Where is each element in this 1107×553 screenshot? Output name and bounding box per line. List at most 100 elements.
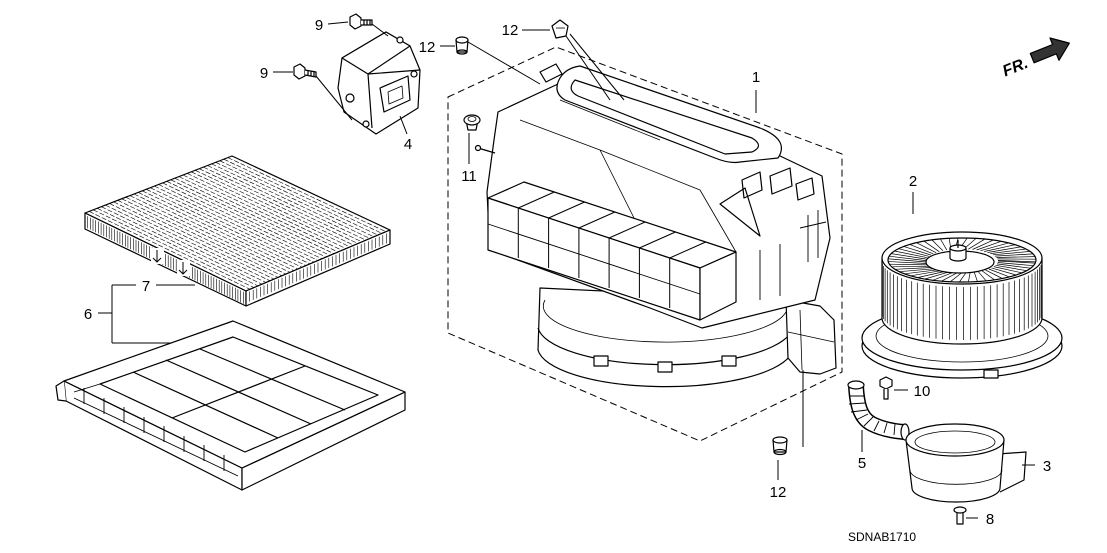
fan-blade-top: [959, 272, 967, 283]
fan-blade-top: [984, 244, 1016, 252]
bolt-head: [879, 376, 893, 390]
screw-head: [293, 63, 306, 80]
screw-hole: [345, 93, 355, 103]
evaporator-crossbar: [487, 223, 701, 295]
housing-vent: [769, 167, 793, 195]
callout-2: 2: [909, 173, 917, 190]
filter-pleat-line: [178, 176, 339, 253]
grommet-base: [456, 49, 468, 55]
blower-motor: [861, 231, 1063, 379]
clip-head: [463, 114, 481, 126]
filter-pleat-line: [223, 158, 383, 234]
filter-pleat-line: [146, 189, 307, 266]
leader-9-upper: [327, 21, 349, 25]
fan-blade-top: [992, 251, 1031, 256]
front-direction-label: FR.: [1000, 55, 1030, 80]
fan-blade-top: [909, 244, 934, 255]
fan-blade-top: [976, 240, 1002, 251]
callout-labels: 9 9 12 12 1 4 11 2 7 6 10 5 3 12 8 SDNAB…: [84, 17, 1051, 544]
housing-panel-lines: [519, 99, 737, 253]
leader-6-bracket: [98, 284, 172, 344]
callout-5: 5: [858, 455, 866, 472]
fan-blade-top: [968, 272, 971, 282]
fan-blade-top: [924, 271, 949, 280]
filter-pleat-line: [133, 193, 295, 271]
diagram-code: SDNAB1710: [848, 530, 916, 544]
hose-corrugation: [848, 395, 896, 436]
grommet-12-bottom: [772, 436, 788, 456]
callout-12-top: 12: [502, 22, 519, 39]
casing-tab: [721, 355, 737, 367]
evaporator-rib-top: [669, 241, 706, 259]
leader-9-upper-to-actuator: [371, 23, 389, 37]
bolt-shaft: [883, 389, 889, 400]
fan-top-blades: [888, 237, 1037, 283]
callout-8: 8: [986, 511, 994, 528]
filter-pleat-line: [211, 163, 371, 239]
fan-blade-top: [917, 271, 945, 278]
fan-side-blades: [881, 261, 1043, 340]
screw-9-lower: [293, 63, 317, 80]
fan-blade-top: [978, 271, 987, 282]
bolt-8: [953, 506, 967, 525]
motor-connector: [983, 369, 999, 379]
filter-pleat-line: [191, 171, 351, 248]
drain-hose: [847, 380, 910, 441]
filter-pleat-line: [174, 177, 335, 254]
housing-rib: [719, 187, 761, 237]
filter-pleat-line: [162, 182, 323, 260]
callout-12-bottom: 12: [770, 484, 787, 501]
callout-11: 11: [461, 168, 477, 185]
filter-frame: [55, 320, 406, 491]
fan-blade-top: [950, 272, 962, 282]
hvac-unit-assembly: [474, 63, 837, 388]
actuator-connector-slot: [387, 85, 404, 105]
actuator-edge: [367, 69, 421, 129]
filter-pleat-line: [166, 181, 327, 258]
fan-blade-top: [903, 246, 931, 256]
filter-pleat-line: [121, 198, 283, 277]
frame-top-rim: [63, 320, 406, 469]
callout-10: 10: [914, 383, 931, 400]
airflow-arrow-icon: [178, 262, 188, 275]
filter-pleat-line: [215, 162, 375, 238]
filter-pleat-line: [88, 211, 251, 290]
filter-pleat-line: [105, 204, 267, 283]
housing-vent: [741, 171, 763, 199]
top-duct-ring-inner: [570, 79, 760, 155]
bolt-shaft: [956, 512, 964, 525]
screw-hole: [396, 36, 404, 44]
clip-11: [463, 114, 481, 131]
callout-4: 4: [404, 136, 412, 153]
leader-12-left-to-unit: [467, 41, 541, 85]
fan-blade-top: [985, 269, 1003, 279]
evaporator-ribs: [487, 191, 706, 308]
callout-1: 1: [752, 69, 760, 86]
filter-pleat-line: [186, 173, 347, 249]
filter-pleat-line: [101, 206, 263, 285]
filter-pleat-line: [117, 200, 279, 278]
filter-pleat-line: [154, 185, 315, 263]
filter-pleat-line: [97, 208, 259, 287]
callout-9-upper: 9: [315, 17, 323, 34]
fan-blade-top: [993, 266, 1022, 274]
leader-4: [399, 115, 408, 135]
filter-pleat-line: [158, 184, 319, 261]
filter-pleat-line: [219, 160, 379, 236]
fan-blade-top: [995, 264, 1027, 272]
duct-ring-tab: [539, 63, 563, 83]
callout-6: 6: [84, 306, 92, 323]
motor-cover: [905, 423, 1027, 503]
filter-pleat-line: [113, 201, 275, 280]
fan-blade-top: [991, 267, 1017, 276]
frame-handle: [55, 380, 67, 402]
fan-blade-top: [997, 260, 1036, 263]
clip-12-top: [551, 19, 569, 39]
grommet-top: [455, 36, 469, 44]
filter-pleat-line: [109, 203, 271, 282]
leader-lines: [98, 21, 1035, 519]
cover-inner-rim: [914, 430, 996, 454]
airflow-arrow-icon: [152, 250, 162, 263]
casing-tab: [593, 355, 609, 367]
